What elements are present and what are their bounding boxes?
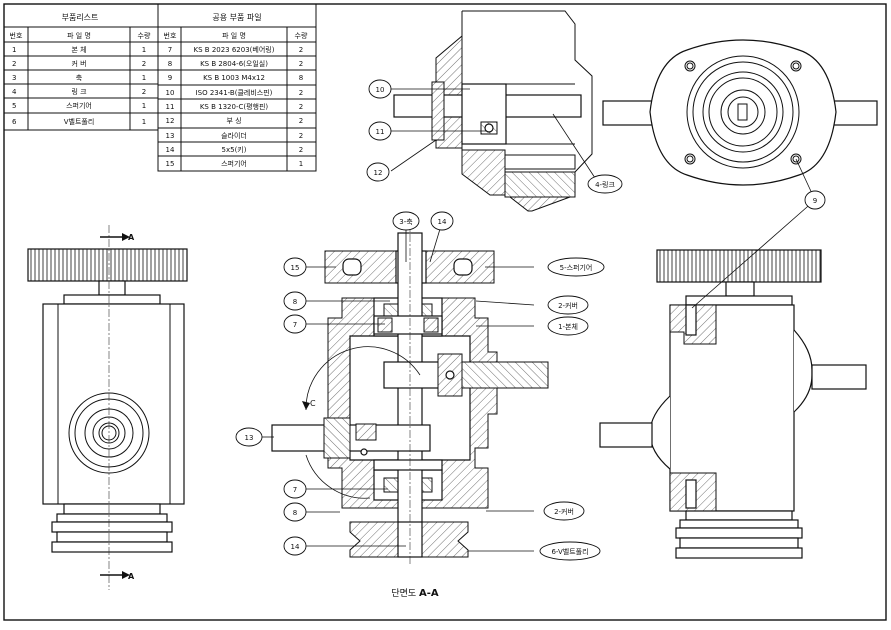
common-parts-title: 공용 부품 파일 [212, 13, 261, 22]
callout-15: 15 [291, 264, 300, 272]
callout-10: 10 [376, 86, 385, 94]
parts-row-no: 6 [12, 118, 17, 126]
parts-row-qty: 2 [142, 88, 146, 96]
parts-row-name: 축 [76, 73, 83, 82]
parts-row-name: 본 체 [71, 46, 86, 54]
common-parts-header-qty: 수량 [295, 32, 308, 40]
parts-row-name: 커 버 [71, 59, 86, 68]
parts-list-header-no: 번호 [10, 31, 23, 40]
section-caption-prefix: 단면도 [391, 588, 419, 599]
callout-14-top: 14 [438, 218, 447, 226]
section-mark-bottom: A [128, 572, 135, 581]
common-row-qty: 8 [299, 74, 303, 82]
common-row-qty: 2 [299, 146, 303, 154]
parts-row-qty: 1 [142, 102, 146, 110]
callout-11: 11 [376, 128, 385, 136]
callout-cover-top: 2-커버 [558, 301, 578, 310]
detail-view [393, 10, 593, 212]
common-row-qty: 1 [299, 160, 303, 168]
common-row-name: 5x5(키) [222, 145, 247, 154]
callout-spur-gear: 5-스퍼기어 [560, 263, 593, 272]
common-parts-table: 공용 부품 파일 번호 파 일 명 수량 7 KS B 2023 6203(베어… [157, 3, 317, 172]
common-row-name: ISO 2341-B(클레비스핀) [196, 88, 273, 97]
callout-7-top: 7 [293, 321, 297, 329]
parts-row-no: 4 [12, 88, 17, 96]
front-view: A A [27, 225, 188, 590]
parts-list-header-qty: 수량 [138, 32, 151, 40]
top-view [602, 39, 878, 186]
callout-body: 1-본체 [558, 323, 578, 331]
callout-12: 12 [374, 169, 383, 177]
callout-8-bottom: 8 [293, 509, 297, 517]
common-parts-header-no: 번호 [164, 31, 177, 40]
parts-list-title: 부품리스트 [62, 13, 99, 22]
parts-row-qty: 1 [142, 118, 146, 126]
parts-list-header-name: 파 일 명 [67, 31, 91, 40]
parts-row-no: 1 [12, 46, 16, 54]
callouts: 10 11 12 4-링크 9 3-축 14 15 5-스퍼기어 8 2-커버 … [235, 79, 826, 561]
common-parts-header-name: 파 일 명 [222, 31, 246, 40]
parts-row-no: 3 [12, 74, 16, 82]
section-caption: 단면도 A-A [391, 588, 439, 599]
callout-13: 13 [245, 434, 254, 442]
parts-row-qty: 1 [142, 46, 146, 54]
callout-link: 4-링크 [595, 181, 615, 189]
common-row-name: KS B 1320-C(평행핀) [200, 102, 269, 111]
callout-7-bottom: 7 [293, 486, 297, 494]
common-row-name: 부 싱 [226, 116, 241, 125]
parts-list-table: 부품리스트 번호 파 일 명 수량 1 본 체 1 2 커 버 2 3 축 1 … [3, 3, 159, 131]
common-row-qty: 2 [299, 117, 303, 125]
common-row-no: 14 [166, 146, 175, 154]
knurled-knob [27, 248, 188, 282]
sheet-border [3, 3, 887, 621]
common-row-qty: 2 [299, 60, 303, 68]
side-view [599, 249, 867, 559]
common-row-name: KS B 1003 M4x12 [203, 74, 265, 82]
common-row-no: 15 [166, 160, 175, 168]
common-row-no: 10 [166, 89, 175, 97]
callout-shaft: 3-축 [399, 217, 413, 226]
common-row-no: 12 [166, 117, 175, 125]
common-row-name: KS B 2804-6(오일실) [200, 59, 268, 68]
callout-9: 9 [813, 197, 817, 205]
parts-row-name: 링 크 [71, 88, 87, 96]
section-mark-top: A [128, 233, 135, 242]
callout-8-top: 8 [293, 298, 297, 306]
rotation-label: C [310, 399, 316, 408]
common-row-qty: 2 [299, 89, 303, 97]
common-row-name: KS B 2023 6203(베어링) [194, 45, 275, 54]
knurl-pattern [30, 249, 184, 281]
common-row-no: 7 [168, 46, 172, 54]
parts-row-no: 2 [12, 60, 16, 68]
common-row-qty: 2 [299, 46, 303, 54]
parts-row-name: 스퍼기어 [66, 101, 92, 110]
common-row-name: 스퍼기어 [221, 159, 247, 168]
callout-cover-bottom: 2-커버 [554, 507, 574, 516]
callout-v-pulley: 6-V벨트풀리 [551, 547, 588, 556]
housing-body [42, 303, 185, 505]
common-row-qty: 2 [299, 103, 303, 111]
common-row-no: 8 [168, 60, 172, 68]
section-caption-label: A-A [419, 588, 439, 599]
callout-14-bottom: 14 [291, 543, 300, 551]
common-row-no: 13 [166, 132, 175, 140]
common-row-no: 9 [168, 74, 172, 82]
parts-row-qty: 2 [142, 60, 146, 68]
parts-row-no: 5 [12, 102, 16, 110]
parts-row-name: V벨트풀리 [64, 117, 95, 126]
section-view-a-a: C [271, 220, 549, 566]
common-row-name: 슬라이더 [221, 131, 247, 140]
common-row-qty: 2 [299, 132, 303, 140]
common-row-no: 11 [166, 103, 175, 111]
parts-row-qty: 1 [142, 74, 146, 82]
